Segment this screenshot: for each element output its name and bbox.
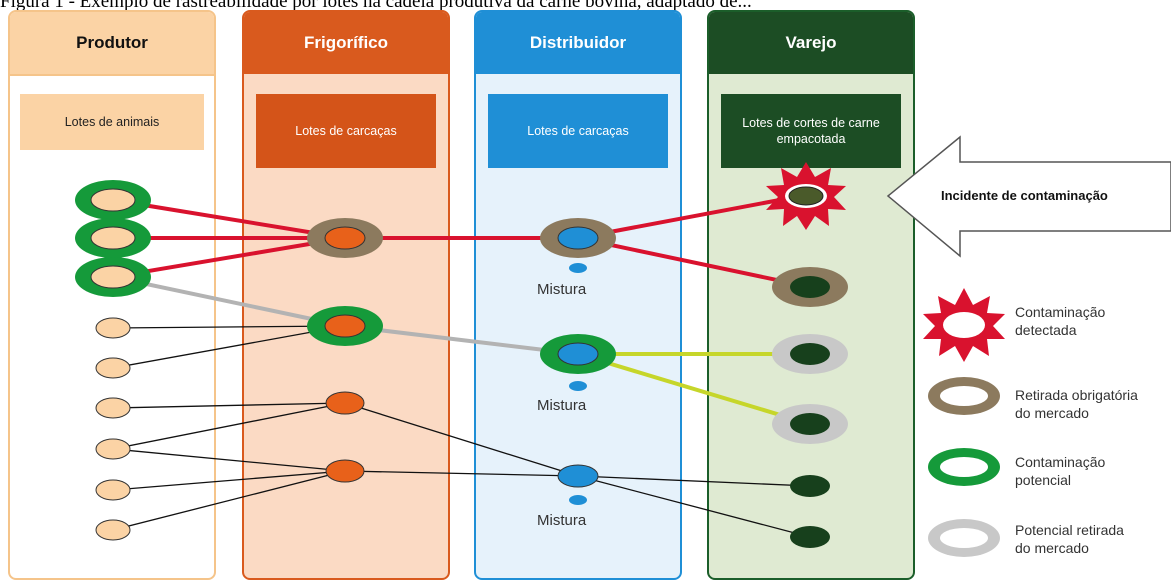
lot-label-distribuidor: Lotes de carcaças (488, 94, 668, 168)
mix-label: Mistura (537, 512, 587, 529)
varejo-node (790, 526, 830, 548)
lot-label-varejo: Lotes de cortes de carne empacotada (721, 94, 901, 168)
varejo-node (790, 276, 830, 298)
column-frigorifico: Frigorífico Lotes de carcaças (242, 10, 450, 580)
distribuidor-node (557, 464, 599, 488)
mix-label: Mistura (537, 397, 587, 414)
column-title-frigorifico: Frigorífico (244, 12, 448, 74)
distribuidor-mix-dot (569, 381, 587, 391)
column-title-distribuidor: Distribuidor (476, 12, 680, 74)
connection-lines (112, 193, 811, 538)
producer-node (95, 397, 131, 419)
varejo-nodes (766, 162, 848, 548)
lot-label-frigorifico: Lotes de carcaças (256, 94, 436, 168)
path-potential (112, 275, 346, 328)
path-normal (112, 402, 346, 409)
mix-label: Mistura (537, 281, 587, 298)
frigorifico-node (324, 314, 366, 338)
distribuidor-node (557, 226, 599, 250)
incident-label: Incidente de contaminação (941, 188, 1108, 203)
path-normal (112, 448, 346, 472)
path-contamination (112, 198, 346, 240)
producer-node (95, 519, 131, 541)
column-title-produtor: Produtor (10, 12, 214, 76)
path-normal (112, 402, 346, 450)
incident-arrow (886, 135, 1171, 258)
path-normal (344, 470, 579, 477)
distribuidor-mix-dot (569, 263, 587, 273)
path-normal (112, 470, 346, 531)
frigorifico-node (325, 459, 365, 483)
frigorifico-nodes (307, 218, 383, 483)
legend-ring-brown-inner (940, 386, 988, 406)
legend-ring-gray-inner (940, 528, 988, 548)
producer-node (90, 226, 136, 250)
path-retail-potential (577, 352, 811, 426)
legend-label-mandatory-recall: Retirada obrigatória do mercado (1015, 387, 1138, 421)
path-normal (112, 470, 346, 491)
varejo-node (790, 413, 830, 435)
distribuidor-node (557, 342, 599, 366)
legend-ring-green-inner (940, 457, 988, 477)
varejo-node (788, 186, 824, 206)
distribuidor-nodes (540, 218, 616, 505)
producer-node (90, 265, 136, 289)
producer-node (90, 188, 136, 212)
producer-node (95, 479, 131, 501)
legend-symbols (923, 288, 1005, 557)
figure-caption: Figura 1 - Exemplo de rastreabilidade po… (0, 0, 752, 12)
legend-label-contamination-detected: Contaminação detectada (1015, 304, 1106, 338)
legend-label-potential-recall: Potencial retirada do mercado (1015, 522, 1124, 556)
path-potential (344, 324, 579, 356)
frigorifico-node (325, 391, 365, 415)
path-normal (344, 402, 579, 477)
producer-node (95, 438, 131, 460)
varejo-node (790, 475, 830, 497)
path-contamination (577, 193, 807, 240)
producer-nodes (75, 180, 151, 541)
path-contamination (112, 236, 346, 279)
traceability-diagram (75, 135, 1171, 557)
producer-node (95, 317, 131, 339)
distribuidor-mix-dot (569, 495, 587, 505)
column-title-varejo: Varejo (709, 12, 913, 74)
legend-label-potential-contamination: Contaminação potencial (1015, 454, 1106, 488)
path-normal (577, 475, 811, 538)
producer-node (95, 357, 131, 379)
frigorifico-node (324, 226, 366, 250)
lot-label-produtor: Lotes de animais (20, 94, 204, 150)
path-normal (112, 325, 346, 329)
legend-starburst-inner (943, 312, 985, 338)
path-normal (112, 325, 346, 369)
varejo-node (790, 343, 830, 365)
path-contamination (577, 236, 811, 289)
path-normal (577, 475, 811, 487)
